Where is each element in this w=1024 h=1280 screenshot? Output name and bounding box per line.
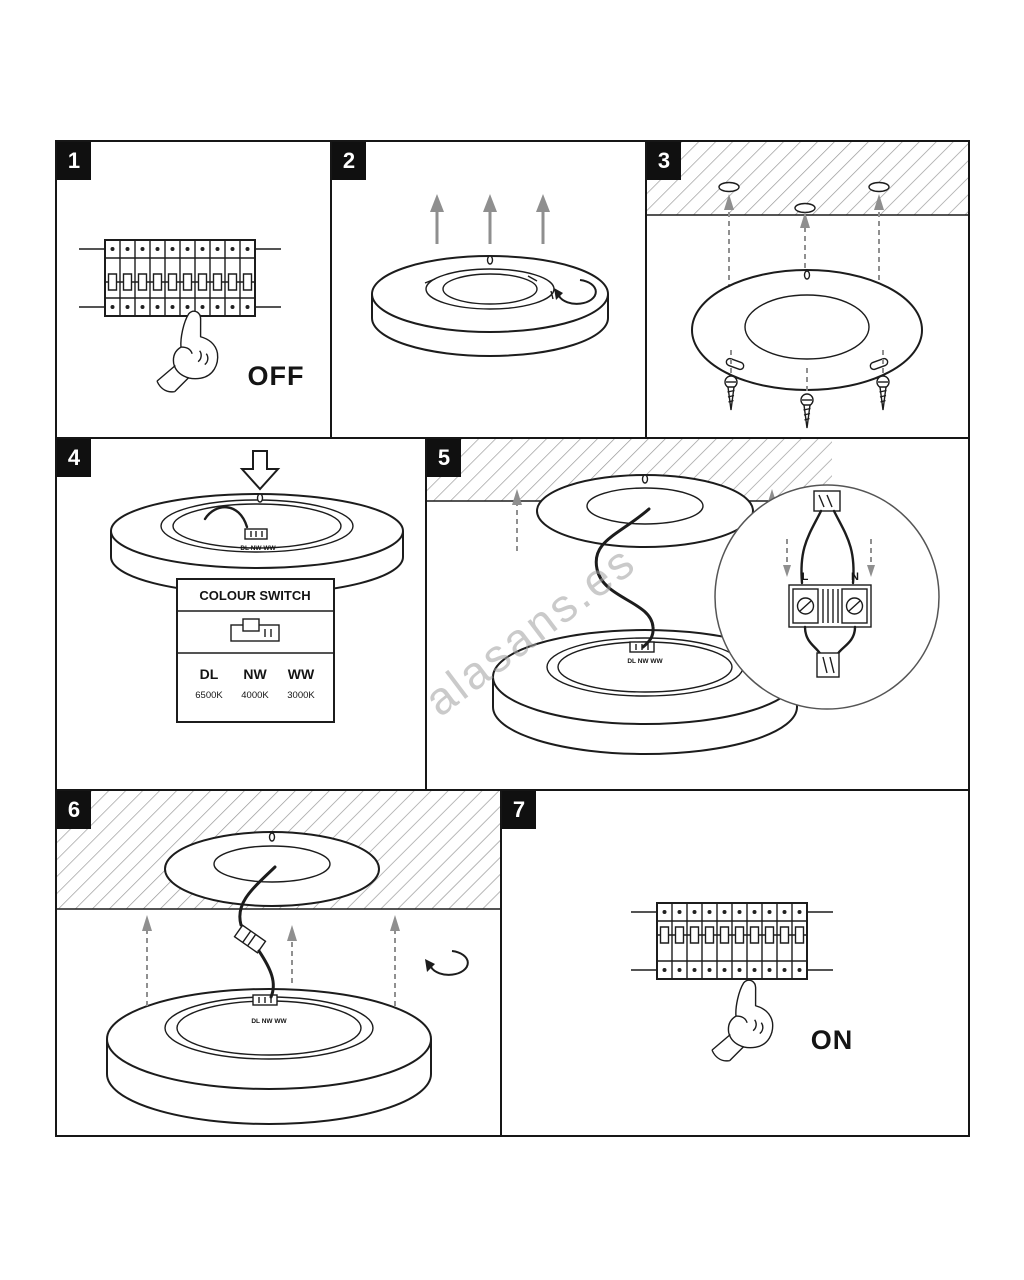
step-4-panel: 4 DL NW WW COLOUR SWITCH [55, 437, 427, 791]
keyhole-mark [268, 832, 276, 842]
step-7-illustration: ON [631, 902, 854, 1062]
cable-sheath [816, 652, 840, 678]
step-6-number: 6 [57, 791, 91, 829]
pointing-hand-icon [156, 310, 219, 393]
step-6-illustration: DL NW WW [57, 791, 500, 1125]
step-7-number: 7 [502, 791, 536, 829]
option-dl-label: DL [200, 666, 219, 682]
terminal-live-label: L [802, 571, 809, 583]
step-3-illustration [647, 142, 968, 429]
wire [594, 507, 655, 649]
option-dl-temperature: 6500K [195, 690, 223, 701]
light-fixture-illustration: DL NW WW [106, 988, 432, 1125]
colour-switch-graphic [230, 618, 280, 642]
step-2-number: 2 [332, 142, 366, 180]
power-off-label: OFF [248, 361, 305, 391]
wire [832, 509, 855, 585]
rotate-icon [425, 950, 469, 976]
step-1-number: 1 [57, 142, 91, 180]
keyhole-mark [803, 270, 811, 280]
light-fixture-illustration: DL NW WW [492, 629, 798, 755]
keyhole-mark [256, 493, 264, 503]
step-2-panel: 2 [330, 140, 647, 439]
drill-hole [718, 181, 740, 193]
keyhole-mark [641, 474, 649, 484]
fixture-switch-label: DL NW WW [627, 658, 663, 665]
step-3-panel: 3 [645, 140, 970, 439]
step-3-number: 3 [647, 142, 681, 180]
light-fixture-illustration [371, 255, 609, 357]
cable-connector [233, 924, 267, 954]
step-2-illustration [371, 194, 609, 357]
keyhole-mark [486, 255, 494, 265]
step-4-number: 4 [57, 439, 91, 477]
drill-hole [868, 181, 890, 193]
dashed-up-arrows-icon [724, 194, 884, 307]
down-arrow-icon [239, 450, 281, 491]
up-arrows-icon [430, 194, 550, 244]
wire [800, 509, 823, 585]
option-nw-temperature: 4000K [241, 690, 269, 701]
step-6-panel: 6 DL NW WW [55, 789, 502, 1137]
mounting-plate-illustration [691, 269, 923, 391]
wire [203, 505, 249, 529]
dashed-up-arrows-icon [142, 915, 400, 1006]
screw-icon [724, 350, 738, 411]
step-7-panel: 7 ON [500, 789, 970, 1137]
step-4-illustration: DL NW WW COLOUR SWITCH DL NW WW 6500K 40… [110, 450, 404, 723]
circuit-breaker-illustration [79, 239, 281, 317]
step-1-illustration: OFF [79, 239, 305, 393]
step-5-illustration: DL NW WW L N [427, 439, 940, 755]
terminal-block [788, 584, 872, 628]
drill-hole [794, 202, 816, 214]
cable-sheath [813, 490, 841, 512]
colour-switch-callout: COLOUR SWITCH DL NW WW 6500K 4000K 3000K [176, 578, 335, 723]
light-fixture-illustration: DL NW WW [110, 493, 404, 595]
step-5-panel: 5 [425, 437, 970, 791]
ceiling-hatch [647, 142, 968, 216]
fixture-switch-label: DL NW WW [240, 545, 276, 552]
screw-icon [876, 350, 890, 411]
wire [257, 949, 275, 999]
option-ww-temperature: 3000K [287, 690, 315, 701]
option-nw-label: NW [243, 666, 267, 682]
power-on-label: ON [811, 1025, 854, 1055]
colour-switch-title: COLOUR SWITCH [199, 588, 310, 603]
pointing-hand-icon [711, 979, 774, 1062]
circuit-breaker-illustration [631, 902, 833, 980]
rotate-icon [554, 279, 597, 305]
wire [238, 865, 277, 927]
option-ww-label: WW [288, 666, 315, 682]
terminal-neutral-label: N [851, 571, 859, 583]
terminal-detail-magnifier: L N [714, 484, 940, 710]
screw-icon [800, 368, 814, 429]
step-1-panel: 1 OFF [55, 140, 332, 439]
fixture-switch-label: DL NW WW [251, 1018, 287, 1025]
step-5-number: 5 [427, 439, 461, 477]
